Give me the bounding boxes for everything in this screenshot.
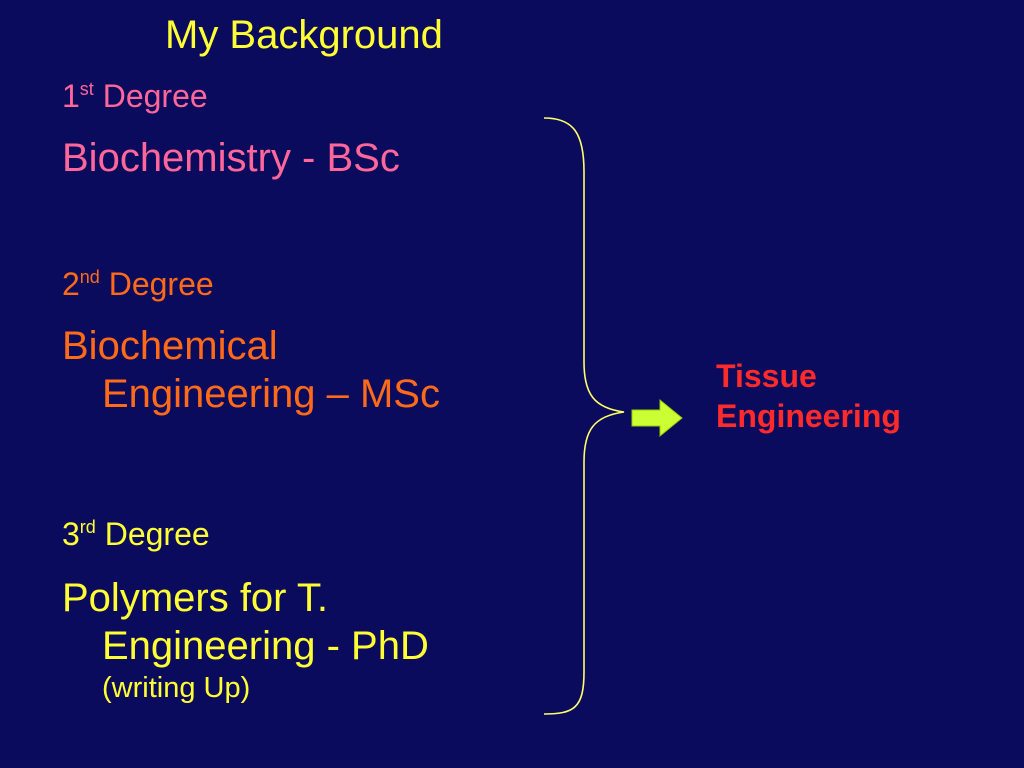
- degree-3-line1: Polymers for T.: [62, 576, 328, 620]
- right-arrow-icon: [631, 398, 683, 438]
- degree-2-number: 2: [62, 266, 80, 302]
- outcome-line2: Engineering: [716, 398, 901, 434]
- degree-3-name: Polymers for T. Engineering - PhD (writi…: [62, 574, 429, 706]
- degree-2-name: Biochemical Engineering – MSc: [62, 322, 440, 418]
- degree-2-word: Degree: [108, 266, 214, 302]
- degree-3-word: Degree: [104, 516, 210, 552]
- degree-1-word: Degree: [102, 78, 208, 114]
- degree-1-heading: 1st Degree: [62, 78, 208, 114]
- degree-2-suffix: nd: [79, 267, 100, 287]
- slide-title: My Background: [165, 13, 443, 57]
- degree-1-suffix: st: [79, 79, 94, 99]
- degree-2-line1: Biochemical: [62, 324, 278, 368]
- degree-1-number: 1: [62, 78, 80, 114]
- degree-1-name: Biochemistry - BSc: [62, 134, 400, 182]
- degree-3-heading: 3rd Degree: [62, 516, 210, 552]
- right-curly-brace-icon: [543, 117, 625, 715]
- degree-3-suffix: rd: [79, 517, 96, 537]
- degree-3-note: (writing Up): [102, 672, 251, 704]
- degree-2-line2: Engineering – MSc: [102, 372, 440, 416]
- degree-2-heading: 2nd Degree: [62, 266, 214, 302]
- degree-3-number: 3: [62, 516, 80, 552]
- outcome-label: Tissue Engineering: [716, 356, 901, 436]
- outcome-line1: Tissue: [716, 358, 817, 394]
- degree-1-line1: Biochemistry - BSc: [62, 136, 400, 180]
- degree-3-line2: Engineering - PhD: [102, 624, 429, 668]
